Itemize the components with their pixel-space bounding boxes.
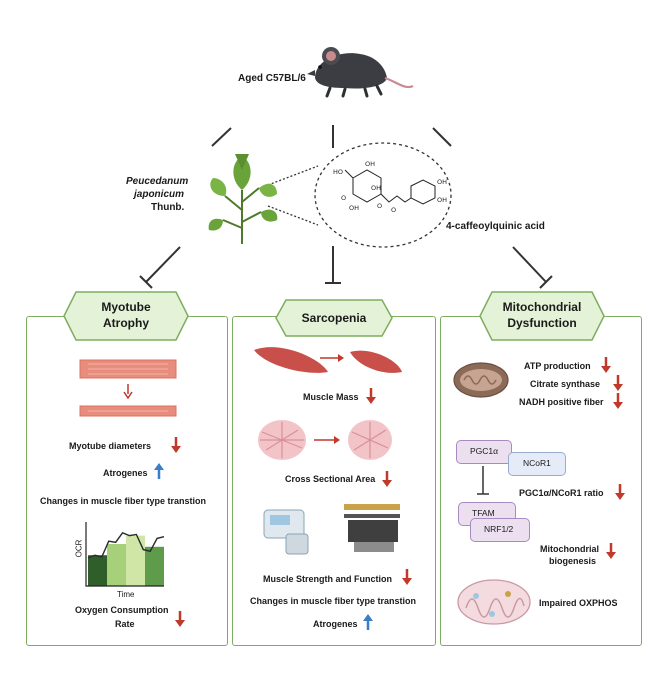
citrate-label: Citrate synthase: [530, 379, 601, 389]
hex-header-sarcopenia: [275, 299, 393, 337]
ocr-bar: [126, 535, 145, 586]
oxphos-mitochondrion-icon: [457, 579, 531, 625]
arrow-up-icon: [154, 463, 164, 479]
arrow-down-icon: [402, 569, 412, 585]
arrow-up-icon: [363, 614, 373, 630]
hex-title-sarcopenia: Sarcopenia: [301, 311, 367, 325]
connector-lines-top: [139, 125, 553, 289]
nrf-label: NRF1/2: [484, 524, 514, 534]
ratio-label: PGC1α/NCoR1 ratio: [519, 488, 604, 498]
plant-label-2: japonicum: [134, 189, 185, 200]
mitochondrion-icon: [453, 362, 509, 398]
myotube-images: [79, 359, 177, 417]
cross-section-label: Cross Sectional Area: [285, 474, 376, 484]
muscle-mass-label: Muscle Mass: [303, 392, 359, 402]
nrf-box: [470, 518, 530, 542]
svg-text:HO: HO: [333, 168, 343, 176]
ocr-trace-line: [87, 531, 165, 559]
oxygen-label-1: Oxygen Consumption: [75, 605, 169, 615]
arrow-down-icon: [171, 437, 181, 453]
svg-text:O: O: [341, 194, 346, 202]
oxygen-label-2: Rate: [115, 619, 135, 629]
biogenesis-label-1: Mitochondrial: [540, 544, 599, 554]
svg-text:OH: OH: [365, 160, 375, 168]
strength-device-images: [263, 504, 400, 555]
compound-label: 4-caffeoylquinic acid: [446, 221, 545, 232]
ncor1-box: [508, 452, 566, 476]
oxphos-label: Impaired OXPHOS: [539, 598, 618, 608]
ocr-axis-label: OCR: [74, 539, 84, 558]
plant-icon: [208, 154, 278, 244]
hex-header-myotube: [63, 291, 189, 341]
pgc1a-box: [456, 440, 512, 464]
myotube-atrogenes-label: Atrogenes: [103, 468, 148, 478]
arrow-down-icon: [615, 484, 625, 500]
muscle-mass-images: [254, 347, 402, 373]
pgc1a-label: PGC1α: [470, 446, 499, 456]
svg-text:O: O: [391, 206, 396, 214]
plant-label-1: Peucedanum: [126, 176, 189, 187]
arrow-down-icon: [366, 388, 376, 404]
arrow-down-icon: [175, 611, 185, 627]
panel-sarcopenia: [232, 316, 436, 646]
svg-text:OH: OH: [437, 178, 447, 186]
mouse-icon: [307, 47, 414, 98]
svg-text:O: O: [377, 202, 382, 210]
hex-title-myotube-1: Myotube: [101, 300, 151, 314]
biogenesis-label-2: biogenesis: [549, 556, 597, 566]
ocr-bar: [145, 546, 164, 586]
arrow-down-icon: [606, 543, 616, 559]
arrow-down-icon: [382, 471, 392, 487]
sarcopenia-fiber-change-label: Changes in muscle fiber type transtion: [250, 596, 417, 606]
tfam-label: TFAM: [472, 508, 495, 518]
nadh-label: NADH positive fiber: [519, 397, 604, 407]
svg-text:OH: OH: [371, 184, 381, 192]
ocr-bar: [88, 555, 107, 586]
hex-title-mito-2: Dysfunction: [507, 316, 577, 330]
arrow-down-icon: [601, 357, 611, 373]
svg-text:OH: OH: [349, 204, 359, 212]
plant-label-3: Thunb.: [151, 202, 185, 213]
inhibit-line: [477, 466, 489, 495]
myotube-diameters-label: Myotube diameters: [69, 441, 152, 451]
time-axis-label: Time: [117, 590, 135, 599]
ocr-bar: [107, 544, 126, 586]
ncor1-label: NCoR1: [523, 458, 551, 468]
cross-section-images: [258, 420, 392, 460]
svg-text:OH: OH: [437, 196, 447, 204]
hex-header-mito: [479, 291, 605, 341]
strength-label: Muscle Strength and Function: [263, 574, 393, 584]
mouse-label: Aged C57BL/6: [238, 73, 306, 84]
ocr-chart: [85, 522, 165, 587]
atp-label: ATP production: [524, 361, 591, 371]
sarcopenia-atrogenes-label: Atrogenes: [313, 619, 358, 629]
arrow-down-icon: [613, 375, 623, 391]
molecule-structure: HO OH O OH O O OH OH OH: [314, 142, 452, 248]
hex-title-mito-1: Mitochondrial: [502, 300, 582, 314]
arrow-down-icon: [613, 393, 623, 409]
hex-title-myotube-2: Atrophy: [103, 316, 149, 330]
myotube-fiber-change-label: Changes in muscle fiber type transtion: [40, 496, 207, 506]
